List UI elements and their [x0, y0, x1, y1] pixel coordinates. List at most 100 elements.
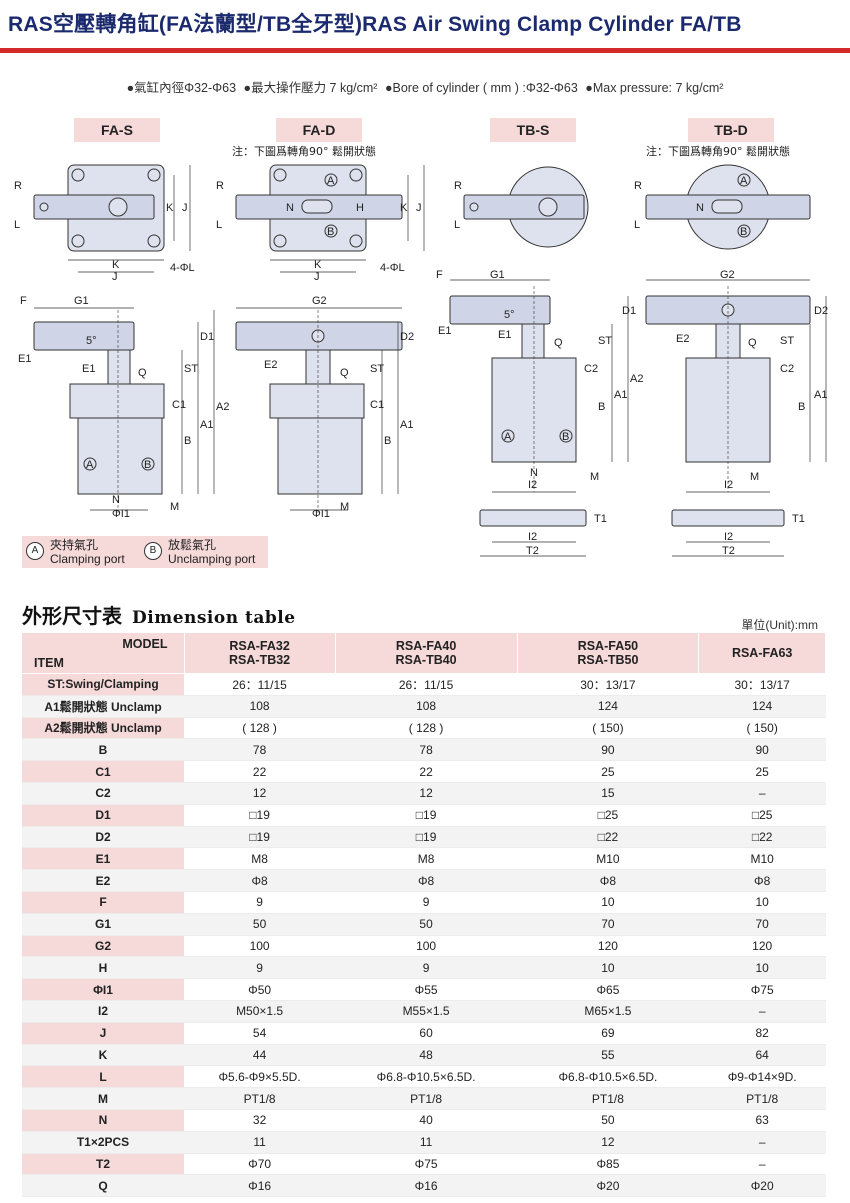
table-cell: 30：13/17	[698, 673, 826, 696]
svg-text:K: K	[112, 259, 120, 271]
table-cell: 22	[184, 760, 336, 783]
label-fa-d: FA-D	[276, 118, 362, 142]
svg-text:B: B	[384, 435, 391, 447]
svg-text:D2: D2	[400, 331, 414, 343]
svg-text:4-ΦL: 4-ΦL	[380, 262, 405, 274]
table-cell: 90	[517, 738, 699, 762]
table-cell: 108	[335, 695, 517, 718]
svg-text:Q: Q	[748, 337, 757, 349]
table-cell: ( 128 )	[184, 717, 336, 740]
table-cell: 60	[335, 1022, 517, 1045]
svg-text:H: H	[356, 202, 364, 214]
table-cell: 50	[517, 1109, 699, 1132]
table-cell: M65×1.5	[517, 1000, 699, 1023]
svg-text:R: R	[634, 180, 642, 192]
table-cell: 120	[698, 935, 826, 958]
table-cell: 90	[698, 738, 826, 762]
table-cell: PT1/8	[517, 1087, 699, 1110]
svg-text:A: A	[740, 175, 748, 187]
clamping-port-en: Clamping port	[50, 552, 125, 566]
header-model-col: RSA-FA63	[698, 633, 826, 674]
svg-text:A1: A1	[400, 419, 413, 431]
table-cell: 25	[698, 760, 826, 783]
svg-text:J: J	[314, 271, 320, 283]
row-item-label: B	[22, 738, 184, 762]
row-item-label: ΦI1	[22, 978, 184, 1001]
svg-text:C1: C1	[370, 399, 384, 411]
row-item-label: N	[22, 1109, 184, 1132]
row-item-label: H	[22, 956, 184, 980]
table-cell: M55×1.5	[335, 1000, 517, 1023]
label-fa-s: FA-S	[74, 118, 160, 142]
unit-label: 單位(Unit):mm	[741, 618, 818, 632]
table-cell: 50	[184, 913, 336, 936]
svg-text:L: L	[634, 219, 640, 231]
table-cell: 64	[698, 1044, 826, 1067]
row-item-label: K	[22, 1044, 184, 1067]
title-divider	[0, 48, 850, 53]
svg-text:K: K	[166, 202, 174, 214]
table-cell: 78	[184, 738, 336, 762]
svg-text:N: N	[530, 467, 538, 479]
table-cell: M50×1.5	[184, 1000, 336, 1023]
table-cell: 63	[698, 1109, 826, 1132]
table-cell: 11	[335, 1131, 517, 1154]
svg-text:E2: E2	[264, 359, 277, 371]
table-cell: □19	[335, 826, 517, 849]
table-cell: 10	[698, 891, 826, 914]
clamping-port-cn: 夾持氣孔	[50, 538, 99, 552]
table-cell: ( 150)	[517, 717, 699, 740]
row-item-label: D2	[22, 826, 184, 849]
table-cell: –	[698, 1000, 826, 1023]
table-cell: 11	[184, 1131, 336, 1154]
table-cell: 55	[517, 1044, 699, 1067]
svg-text:4-ΦL: 4-ΦL	[170, 262, 195, 274]
svg-text:TB-D: TB-D	[714, 122, 747, 138]
tb-d-top-view: AB RL N	[634, 164, 811, 250]
table-cell: 9	[335, 956, 517, 980]
svg-text:Q: Q	[138, 367, 147, 379]
table-cell: 30：13/17	[517, 673, 699, 696]
table-cell: –	[698, 1131, 826, 1154]
table-cell: □25	[517, 804, 699, 827]
table-cell: 12	[184, 782, 336, 805]
row-item-label: F	[22, 891, 184, 914]
svg-text:F: F	[436, 269, 443, 281]
svg-text:I2: I2	[724, 479, 733, 491]
label-tb-s: TB-S	[490, 118, 576, 142]
table-cell: 70	[698, 913, 826, 936]
table-cell: 15	[517, 782, 699, 805]
table-cell: –	[698, 782, 826, 805]
table-cell: Φ6.8-Φ10.5×6.5D.	[335, 1065, 517, 1089]
svg-text:R: R	[216, 180, 224, 192]
svg-text:R: R	[454, 180, 462, 192]
svg-text:ΦI1: ΦI1	[312, 508, 330, 520]
svg-text:FA-D: FA-D	[303, 122, 336, 138]
svg-text:G1: G1	[490, 269, 505, 281]
svg-text:T1: T1	[594, 513, 607, 525]
svg-text:C1: C1	[172, 399, 186, 411]
table-cell: □19	[184, 804, 336, 827]
table-cell: Φ55	[335, 978, 517, 1001]
table-cell: 124	[698, 695, 826, 718]
table-cell: Φ9-Φ14×9D.	[698, 1065, 826, 1089]
svg-text:A1: A1	[614, 389, 627, 401]
table-cell: Φ8	[698, 869, 826, 892]
table-cell: M8	[184, 847, 336, 871]
svg-text:E1: E1	[18, 353, 31, 365]
